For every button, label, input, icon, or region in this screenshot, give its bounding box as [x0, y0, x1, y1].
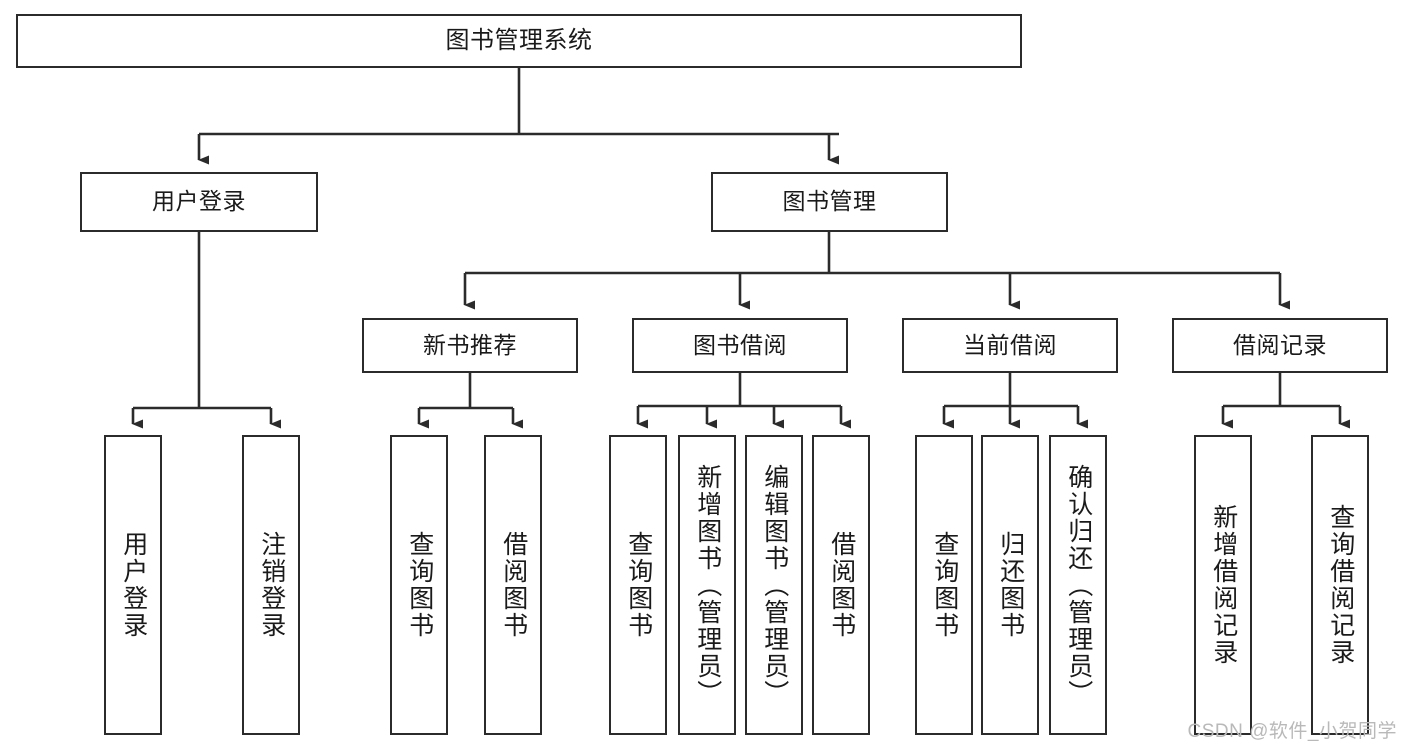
node-label: 编辑图书（管理员）	[760, 463, 789, 707]
node-label: 注销登录	[257, 531, 286, 639]
node-label: 借阅记录	[1233, 331, 1327, 358]
node-label: 确认归还（管理员）	[1064, 463, 1093, 707]
node-label: 新增图书（管理员）	[693, 463, 722, 707]
node-label: 图书借阅	[693, 331, 787, 358]
node-new-book-recommend[interactable]: 新书推荐	[362, 318, 578, 373]
leaf-borrow-borrow-book[interactable]: 借阅图书	[812, 435, 870, 735]
node-root-system[interactable]: 图书管理系统	[16, 14, 1022, 68]
leaf-borrow-add-book[interactable]: 新增图书（管理员）	[678, 435, 736, 735]
node-label: 查询图书	[930, 531, 959, 639]
leaf-new-book-query[interactable]: 查询图书	[390, 435, 448, 735]
watermark-text: CSDN @软件_小贺同学	[1187, 721, 1397, 742]
node-book-management[interactable]: 图书管理	[711, 172, 948, 232]
node-label: 新书推荐	[423, 331, 517, 358]
node-label: 当前借阅	[963, 331, 1057, 358]
node-label: 图书管理	[782, 188, 877, 215]
node-label: 新增借阅记录	[1209, 504, 1238, 666]
leaf-borrow-query-book[interactable]: 查询图书	[609, 435, 667, 735]
node-label: 图书管理系统	[445, 26, 593, 54]
node-label: 查询图书	[405, 531, 434, 639]
leaf-user-login-login[interactable]: 用户登录	[104, 435, 162, 735]
leaf-record-query-record[interactable]: 查询借阅记录	[1311, 435, 1369, 735]
node-label: 借阅图书	[827, 531, 856, 639]
leaf-new-book-borrow[interactable]: 借阅图书	[484, 435, 542, 735]
node-label: 用户登录	[119, 531, 148, 639]
node-label: 查询借阅记录	[1326, 504, 1355, 666]
node-current-borrow[interactable]: 当前借阅	[902, 318, 1118, 373]
node-user-login[interactable]: 用户登录	[80, 172, 318, 232]
leaf-borrow-edit-book[interactable]: 编辑图书（管理员）	[745, 435, 803, 735]
node-borrow-record[interactable]: 借阅记录	[1172, 318, 1388, 373]
node-book-borrow[interactable]: 图书借阅	[632, 318, 848, 373]
leaf-current-query-book[interactable]: 查询图书	[915, 435, 973, 735]
leaf-user-login-logout[interactable]: 注销登录	[242, 435, 300, 735]
node-label: 用户登录	[152, 188, 246, 215]
node-label: 借阅图书	[499, 531, 528, 639]
leaf-record-add-record[interactable]: 新增借阅记录	[1194, 435, 1252, 735]
leaf-current-return-book[interactable]: 归还图书	[981, 435, 1039, 735]
node-label: 归还图书	[996, 531, 1025, 639]
leaf-current-confirm-return[interactable]: 确认归还（管理员）	[1049, 435, 1107, 735]
node-label: 查询图书	[624, 531, 653, 639]
